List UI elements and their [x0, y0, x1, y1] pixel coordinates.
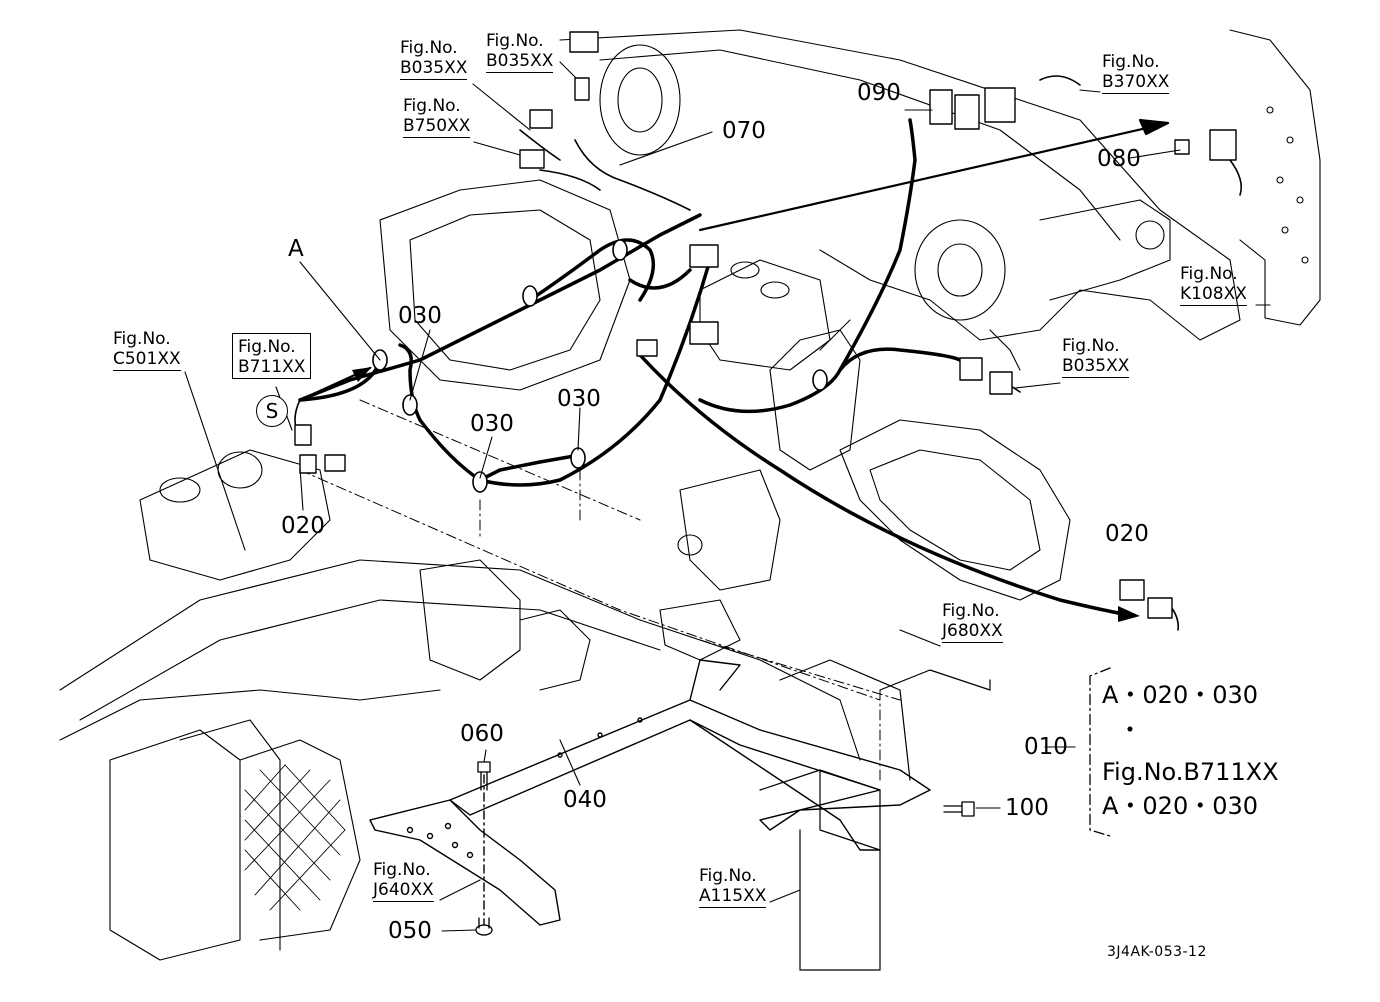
wiring-harness — [298, 118, 1132, 617]
clamps-030 — [372, 239, 828, 493]
assembly-key-line1: A・020・030 — [1102, 681, 1259, 709]
bolt-100 — [943, 801, 975, 817]
callout-100: 100 — [1005, 795, 1049, 821]
figref-b035-right: Fig.No. B035XX — [1062, 336, 1130, 378]
drawing-code: 3J4AK-053-12 — [1107, 944, 1207, 960]
marker-a: A — [288, 236, 304, 262]
assembly-key-line4: A・020・030 — [1102, 792, 1259, 820]
figref-b750: Fig.No. B750XX — [403, 96, 471, 138]
callout-030-a: 030 — [398, 303, 442, 329]
assembly-key-line2: ・ — [1118, 716, 1142, 744]
pillar-a115 — [759, 659, 991, 971]
bracket-040 — [449, 659, 931, 851]
connectors — [294, 31, 1237, 619]
figref-b035-top: Fig.No. B035XX — [486, 31, 554, 73]
callout-020-left: 020 — [281, 513, 325, 539]
callout-020-right: 020 — [1105, 521, 1149, 547]
callout-080: 080 — [1097, 146, 1141, 172]
figref-j680: Fig.No. J680XX — [942, 601, 1003, 643]
figref-b370: Fig.No. B370XX — [1102, 52, 1170, 94]
callout-030-c: 030 — [470, 411, 514, 437]
leader-lines — [184, 61, 1271, 932]
figref-a115: Fig.No. A115XX — [699, 866, 767, 908]
figref-b711: Fig.No. B711XX — [232, 333, 312, 379]
figref-b035-left: Fig.No. B035XX — [400, 38, 468, 80]
callout-060: 060 — [460, 721, 504, 747]
figref-k108: Fig.No. K108XX — [1180, 264, 1247, 306]
callout-050: 050 — [388, 918, 432, 944]
key-bracket — [1089, 667, 1111, 837]
bracket-050 — [369, 774, 561, 926]
figref-j640: Fig.No. J640XX — [373, 860, 434, 902]
marker-s: S — [256, 395, 288, 427]
direction-arrows — [298, 118, 1170, 622]
callout-040: 040 — [563, 787, 607, 813]
assembly-key-line3: Fig.No.B711XX — [1102, 758, 1279, 786]
callout-070: 070 — [722, 118, 766, 144]
callout-030-b: 030 — [557, 386, 601, 412]
callout-090: 090 — [857, 80, 901, 106]
machinery-outline — [59, 29, 1321, 961]
callout-010: 010 — [1024, 734, 1068, 760]
figref-c501: Fig.No. C501XX — [113, 329, 181, 371]
